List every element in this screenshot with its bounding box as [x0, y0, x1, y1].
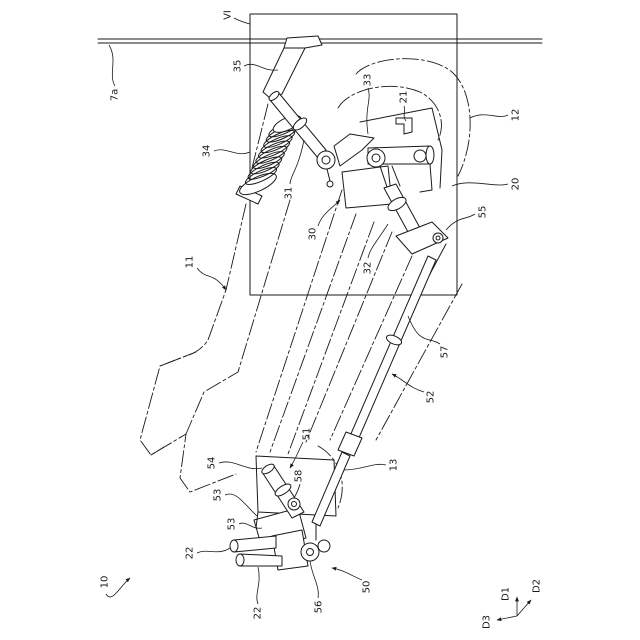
ref-label-vi: VI	[223, 10, 234, 20]
ref-label-13: 13	[389, 459, 400, 472]
ref-label-34: 34	[202, 145, 213, 158]
reference-labels: VI 7a 35 33 21 12 34 31 20 30 55 11 32 5…	[100, 10, 522, 619]
leader-33	[367, 88, 369, 134]
leader-31	[290, 140, 304, 184]
axis-d2-arrow	[517, 600, 531, 616]
ref-label-52: 52	[426, 391, 437, 404]
leader-52	[392, 374, 424, 392]
ref-label-50: 50	[362, 581, 373, 594]
ref-label-31: 31	[284, 187, 295, 200]
ref-label-12: 12	[511, 109, 522, 122]
axis-d3-arrow	[497, 616, 517, 620]
ref-label-51: 51	[302, 428, 313, 441]
rod-32	[384, 184, 420, 232]
ref-label-32: 32	[363, 262, 374, 275]
leader-34	[214, 150, 250, 154]
leader-56	[310, 561, 318, 598]
leader-7a	[109, 45, 115, 86]
ref-label-55: 55	[478, 206, 489, 219]
ref-label-56: 56	[314, 601, 325, 614]
axis-label-d1: D1	[501, 587, 512, 601]
leader-35	[244, 64, 278, 70]
leader-vi	[234, 18, 250, 24]
ref-label-53-upper: 53	[213, 489, 224, 502]
ref-label-10: 10	[100, 576, 111, 589]
ref-label-22-left: 22	[185, 547, 196, 560]
ref-label-20: 20	[511, 178, 522, 191]
leader-50	[332, 568, 362, 580]
ref-label-22-bottom: 22	[253, 607, 264, 620]
ref-label-53-lower: 53	[227, 518, 238, 531]
leader-57	[408, 316, 440, 344]
leader-lines	[106, 18, 508, 604]
leader-20	[452, 183, 508, 186]
leader-12	[470, 115, 508, 118]
ref-label-21: 21	[399, 91, 410, 104]
leader-13	[344, 464, 386, 470]
direction-labels: D1 D2 D3	[482, 579, 543, 629]
ref-label-33: 33	[363, 74, 374, 87]
ref-label-54: 54	[207, 457, 218, 470]
ref-label-57: 57	[440, 346, 451, 359]
ref-label-35: 35	[233, 60, 244, 73]
ref-label-58: 58	[294, 470, 305, 483]
ref-label-30: 30	[308, 228, 319, 241]
plate-55	[396, 222, 448, 254]
axis-label-d2: D2	[532, 579, 543, 593]
bracket-21	[396, 118, 412, 134]
leader-53-upper	[225, 494, 257, 516]
leader-55	[446, 214, 475, 230]
leader-22-left	[197, 548, 230, 553]
leader-54	[219, 462, 262, 469]
support-box-30	[342, 166, 392, 208]
ref-label-11: 11	[185, 256, 196, 269]
leader-22-bottom	[257, 567, 259, 604]
axis-label-d3: D3	[482, 615, 493, 629]
ref-label-7a: 7a	[110, 89, 121, 102]
lever-35	[263, 36, 322, 98]
leader-11	[197, 268, 226, 290]
leader-30	[318, 200, 340, 226]
